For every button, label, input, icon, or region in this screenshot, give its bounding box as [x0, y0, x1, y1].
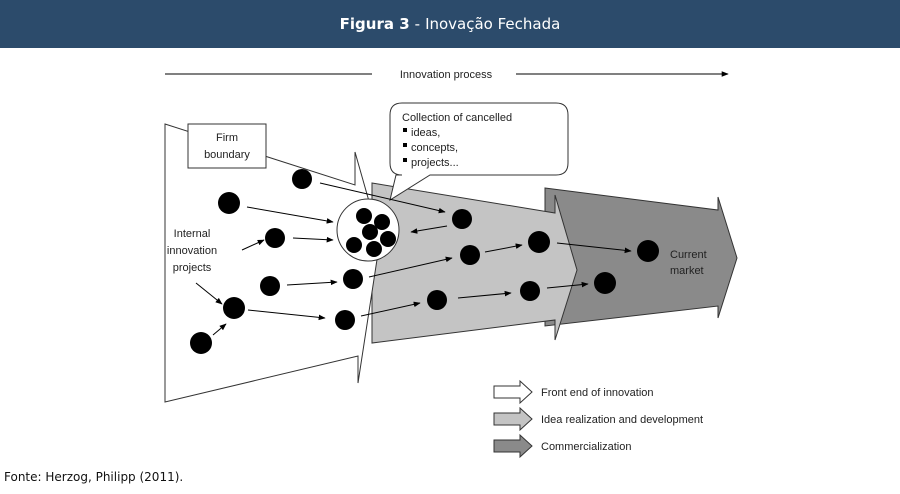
title-separator: -: [414, 15, 421, 33]
internal-label-line-3: projects: [173, 262, 212, 274]
cancelled-node: [362, 224, 378, 240]
project-node: [427, 290, 447, 310]
flow-arrow: [546, 281, 589, 289]
callout-item-projects: projects...: [411, 157, 459, 169]
project-node: [452, 209, 472, 229]
flow-arrow: [368, 256, 453, 278]
firm-boundary-label: Firm boundary: [187, 123, 267, 169]
flow-arrow: [246, 206, 334, 224]
flow-arrow: [195, 282, 223, 305]
current-market-label: Current market: [670, 249, 707, 277]
project-node: [292, 169, 312, 189]
development-arrow-icon: [493, 406, 533, 432]
project-node: [223, 297, 245, 319]
flow-arrow: [410, 225, 448, 234]
project-node: [460, 245, 480, 265]
process-label: Innovation process: [400, 69, 493, 81]
project-node: [528, 231, 550, 253]
flow-arrow: [457, 290, 512, 299]
flow-arrow: [247, 309, 326, 321]
internal-projects-label: Internal innovation projects: [167, 228, 217, 274]
flow-arrow: [241, 239, 265, 251]
figure-label: Figura 3: [339, 15, 410, 33]
innovation-process-axis: Innovation process: [165, 69, 729, 81]
flow-arrow: [319, 182, 446, 214]
project-node: [260, 276, 280, 296]
figure-header: Figura 3 - Inovação Fechada: [0, 0, 900, 48]
cancelled-collection-callout: Collection of cancelled ideas, concepts,…: [389, 102, 569, 202]
internal-label-line-2: innovation: [167, 245, 217, 257]
flow-arrow: [484, 243, 523, 253]
market-label-line-2: market: [670, 265, 704, 277]
bullet-icon: [403, 128, 407, 132]
project-node: [218, 192, 240, 214]
flow-arrows: [195, 182, 632, 336]
legend: Front end of innovation Idea realization…: [493, 379, 703, 459]
figure-title: Inovação Fechada: [425, 15, 561, 33]
flow-arrow: [556, 242, 632, 254]
front-end-arrow-icon: [493, 379, 533, 405]
cancelled-projects-pool: [336, 198, 400, 262]
source-citation: Fonte: Herzog, Philipp (2011).: [4, 470, 184, 484]
cancelled-node: [366, 241, 382, 257]
flow-arrow: [212, 323, 227, 336]
legend-label: Front end of innovation: [541, 387, 654, 399]
callout-title: Collection of cancelled: [402, 112, 512, 124]
flow-arrow: [360, 301, 421, 317]
legend-item-front-end: Front end of innovation: [493, 379, 654, 405]
legend-label: Commercialization: [541, 441, 631, 453]
closed-innovation-diagram: Innovation process Firm boundary Collect…: [164, 69, 738, 459]
project-node: [265, 228, 285, 248]
commercialization-arrow-icon: [493, 433, 533, 459]
project-node: [594, 272, 616, 294]
front-end-funnel: [164, 123, 381, 403]
project-node: [520, 281, 540, 301]
project-node: [343, 269, 363, 289]
cancelled-node: [356, 208, 372, 224]
project-nodes: [190, 169, 659, 354]
legend-label: Idea realization and development: [541, 414, 703, 426]
cancelled-node: [374, 214, 390, 230]
bullet-icon: [403, 158, 407, 162]
legend-item-commercialization: Commercialization: [493, 433, 631, 459]
bullet-icon: [403, 143, 407, 147]
flow-arrow: [292, 236, 334, 243]
market-label-line-1: Current: [670, 249, 707, 261]
flow-arrow: [286, 279, 338, 286]
project-node: [637, 240, 659, 262]
cancelled-node: [346, 237, 362, 253]
callout-item-ideas: ideas,: [411, 127, 440, 139]
firm-boundary-line-2: boundary: [204, 149, 250, 161]
cancelled-node: [380, 231, 396, 247]
internal-label-line-1: Internal: [174, 228, 211, 240]
project-node: [190, 332, 212, 354]
legend-item-development: Idea realization and development: [493, 406, 703, 432]
project-node: [335, 310, 355, 330]
callout-item-concepts: concepts,: [411, 142, 458, 154]
firm-boundary-line-1: Firm: [216, 132, 238, 144]
